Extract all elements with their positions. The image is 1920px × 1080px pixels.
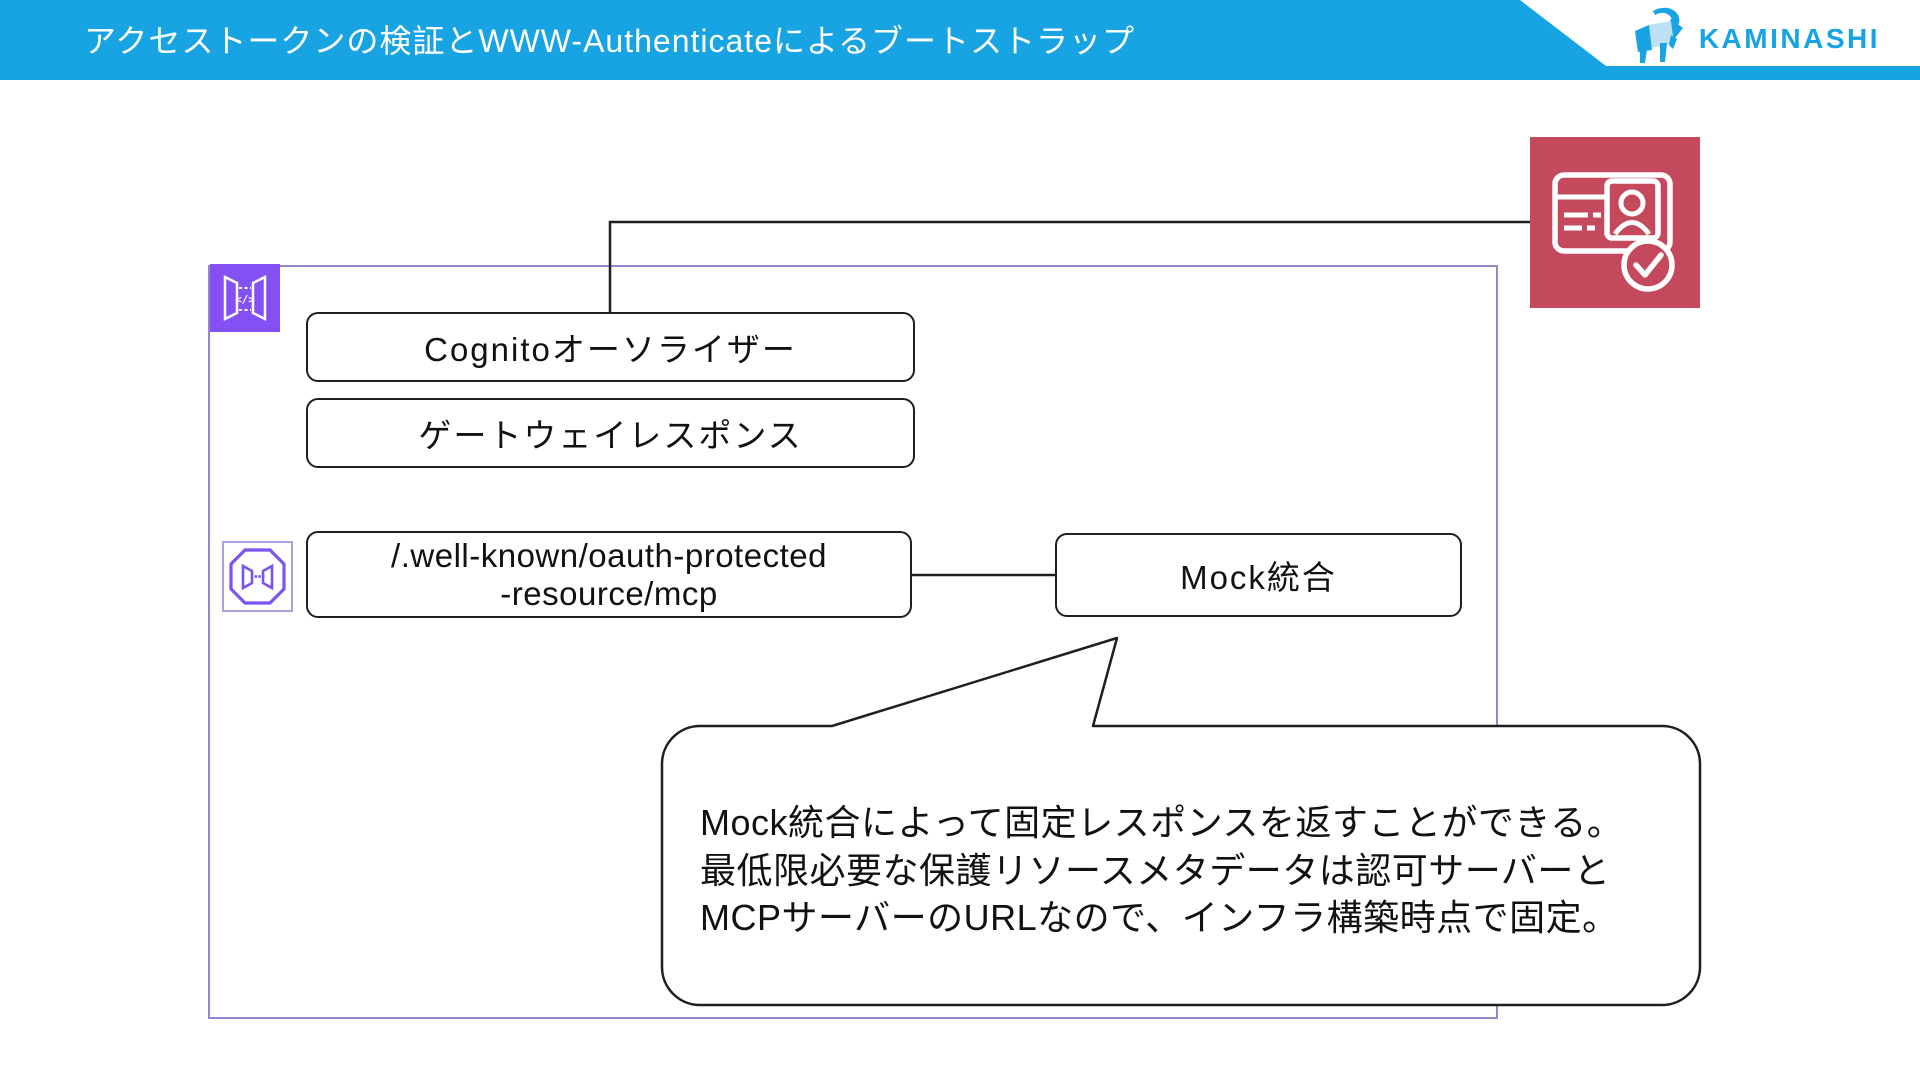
node-wellknown-line2: -resource/mcp (500, 574, 718, 612)
api-gateway-endpoint-icon (222, 541, 293, 612)
node-mock-integration-label: Mock統合 (1180, 559, 1337, 596)
brand-logo: KAMINASHI (1627, 4, 1880, 66)
node-gateway-response-label: ゲートウェイレスポンス (418, 417, 803, 454)
callout-line-3: MCPサーバーのURLなので、インフラ構築時点で固定。 (700, 897, 1619, 938)
node-cognito-authorizer-label: Cognitoオーソライザー (424, 331, 797, 368)
svg-text:</>: </> (235, 293, 255, 306)
node-wellknown-line1: /.well-known/oauth-protected (391, 536, 827, 574)
brand-wordmark: KAMINASHI (1698, 23, 1880, 54)
node-gateway-response: ゲートウェイレスポンス (306, 398, 915, 468)
callout-line-2: 最低限必要な保護リソースメタデータは認可サーバーと (700, 849, 1611, 891)
callout-text: Mock統合によって固定レスポンスを返すことができる。 最低限必要な保護リソース… (700, 799, 1680, 942)
kaminashi-goat-icon (1634, 7, 1683, 63)
callout-line-1: Mock統合によって固定レスポンスを返すことができる。 (700, 802, 1624, 843)
api-gateway-icon: </> (210, 264, 280, 332)
node-wellknown-resource: /.well-known/oauth-protected -resource/m… (306, 531, 912, 618)
header-bar (0, 0, 1920, 80)
page-title: アクセストークンの検証とWWW-Authenticateによるブートストラップ (84, 23, 1136, 59)
node-mock-integration: Mock統合 (1055, 533, 1462, 617)
node-cognito-authorizer: Cognitoオーソライザー (306, 312, 915, 382)
amazon-cognito-icon (1530, 137, 1700, 308)
